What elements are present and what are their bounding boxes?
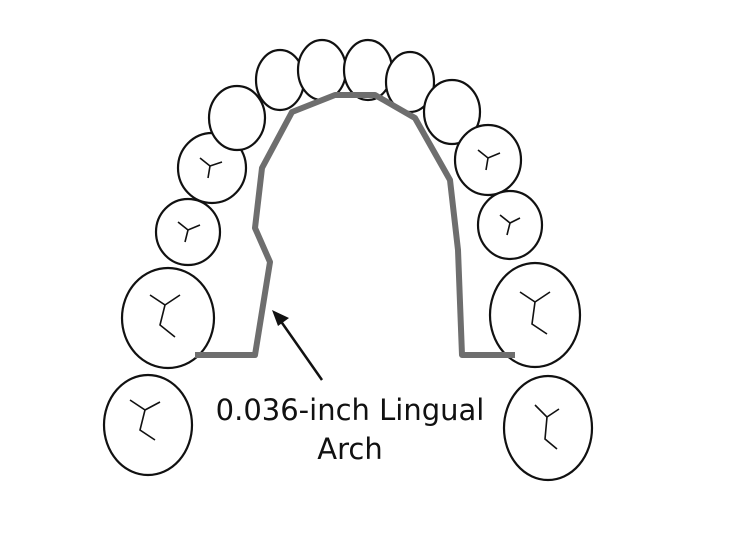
arrow: [272, 310, 324, 381]
tooth-left-molar-1: [120, 266, 216, 370]
tooth-left-lateral-incisor: [254, 48, 306, 112]
tooth-left-molar-2: [102, 373, 194, 477]
tooth-left-central-incisor: [296, 38, 348, 102]
lingual-arch-wire: [195, 92, 515, 358]
label-line-2: Arch: [317, 432, 383, 466]
tooth-right-molar-1: [488, 261, 582, 369]
label-line-1: 0.036-inch Lingual: [215, 393, 485, 427]
tooth-left-canine: [207, 84, 267, 152]
tooth-right-canine: [422, 78, 482, 146]
tooth-right-central-incisor: [342, 38, 394, 102]
fissures: [129, 149, 560, 450]
tooth-right-molar-2: [502, 374, 594, 482]
